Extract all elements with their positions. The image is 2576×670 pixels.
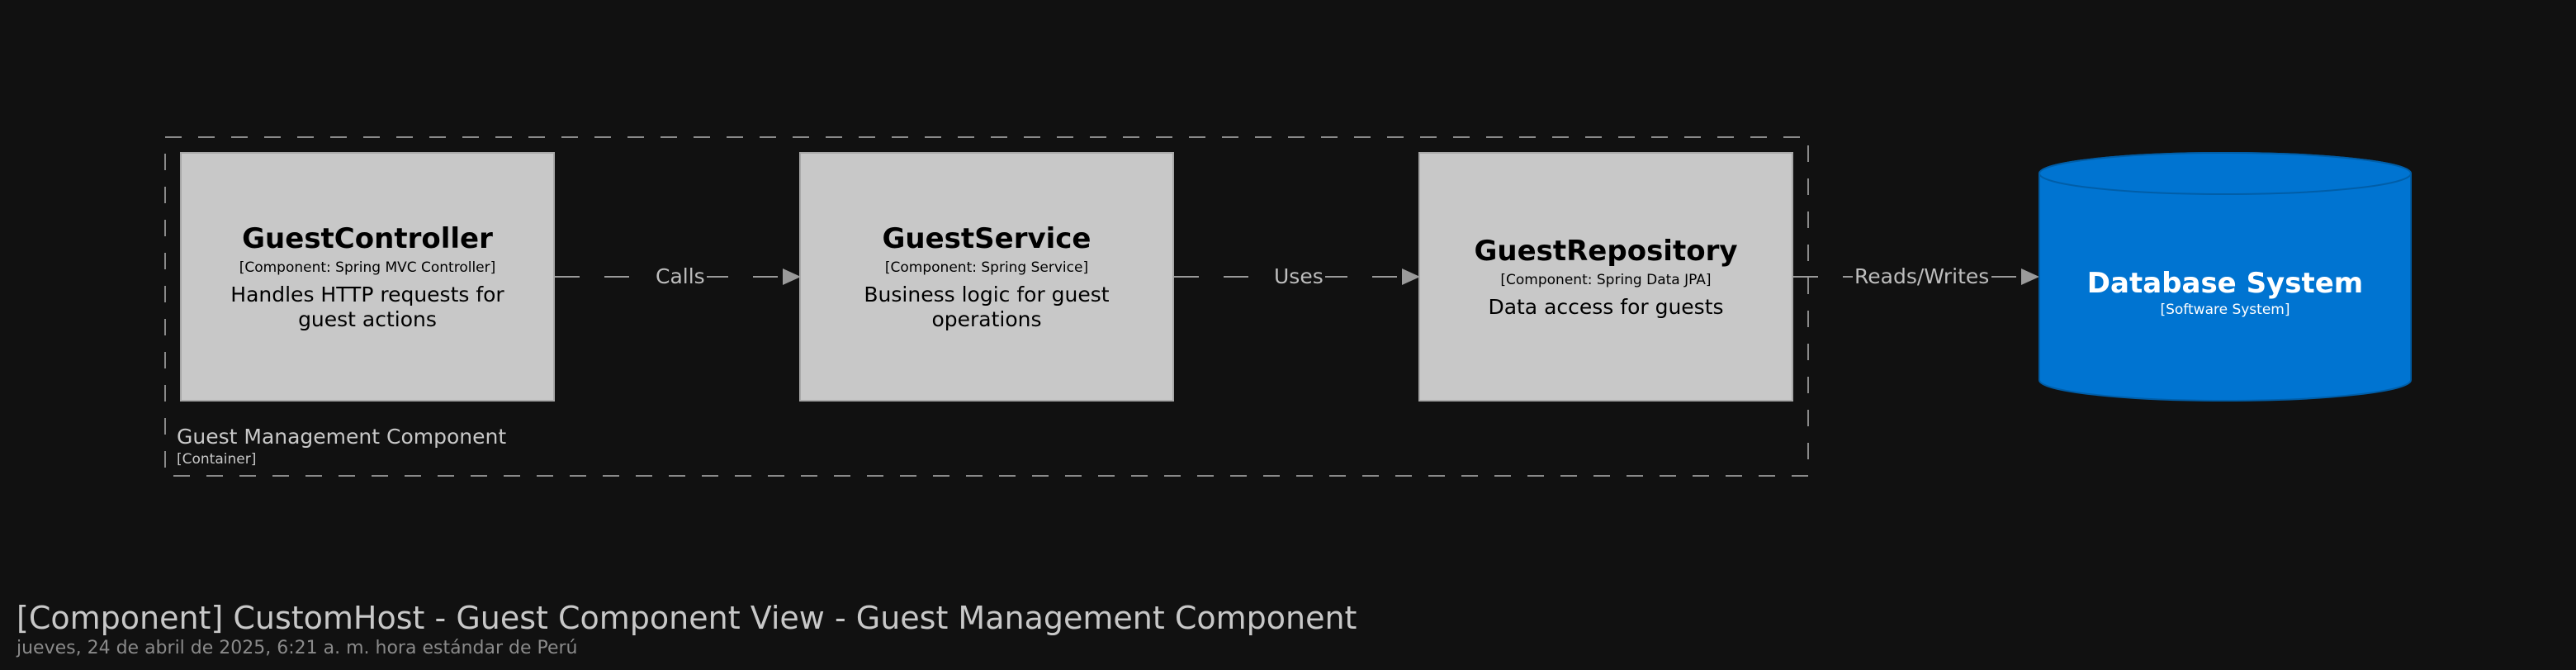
relationship-label-uses: Uses xyxy=(1272,264,1325,289)
boundary-type: [Container] xyxy=(177,451,257,468)
component-name: GuestService xyxy=(882,222,1091,255)
arrowhead-calls xyxy=(783,268,801,285)
external-system-database[interactable]: Database System [Software System] xyxy=(2039,266,2411,319)
arrowhead-uses xyxy=(1402,268,1420,285)
component-technology: [Component: Spring Service] xyxy=(884,259,1089,276)
view-timestamp: jueves, 24 de abril de 2025, 6:21 a. m. … xyxy=(17,638,578,658)
external-system-type: [Software System] xyxy=(2160,302,2290,318)
external-system-name: Database System xyxy=(2086,267,2364,300)
relationship-label-reads-writes: Reads/Writes xyxy=(1853,264,1991,289)
component-guest-repository[interactable]: GuestRepository [Component: Spring Data … xyxy=(1418,152,1793,402)
component-guest-controller[interactable]: GuestController [Component: Spring MVC C… xyxy=(180,152,555,402)
component-name: GuestRepository xyxy=(1474,235,1738,268)
boundary-name: Guest Management Component xyxy=(177,425,507,449)
component-guest-service[interactable]: GuestService [Component: Spring Service]… xyxy=(799,152,1174,402)
component-description: Data access for guests xyxy=(1488,295,1724,319)
component-name: GuestController xyxy=(242,222,493,255)
relationship-label-calls: Calls xyxy=(654,264,707,289)
component-technology: [Component: Spring MVC Controller] xyxy=(239,259,496,276)
view-title: [Component] CustomHost - Guest Component… xyxy=(17,600,1357,636)
component-description: Handles HTTP requests for guest actions xyxy=(230,283,504,331)
arrowhead-reads-writes xyxy=(2021,268,2039,285)
component-technology: [Component: Spring Data JPA] xyxy=(1500,272,1712,288)
database-cylinder xyxy=(2039,152,2412,402)
component-description: Business logic for guest operations xyxy=(864,283,1110,331)
